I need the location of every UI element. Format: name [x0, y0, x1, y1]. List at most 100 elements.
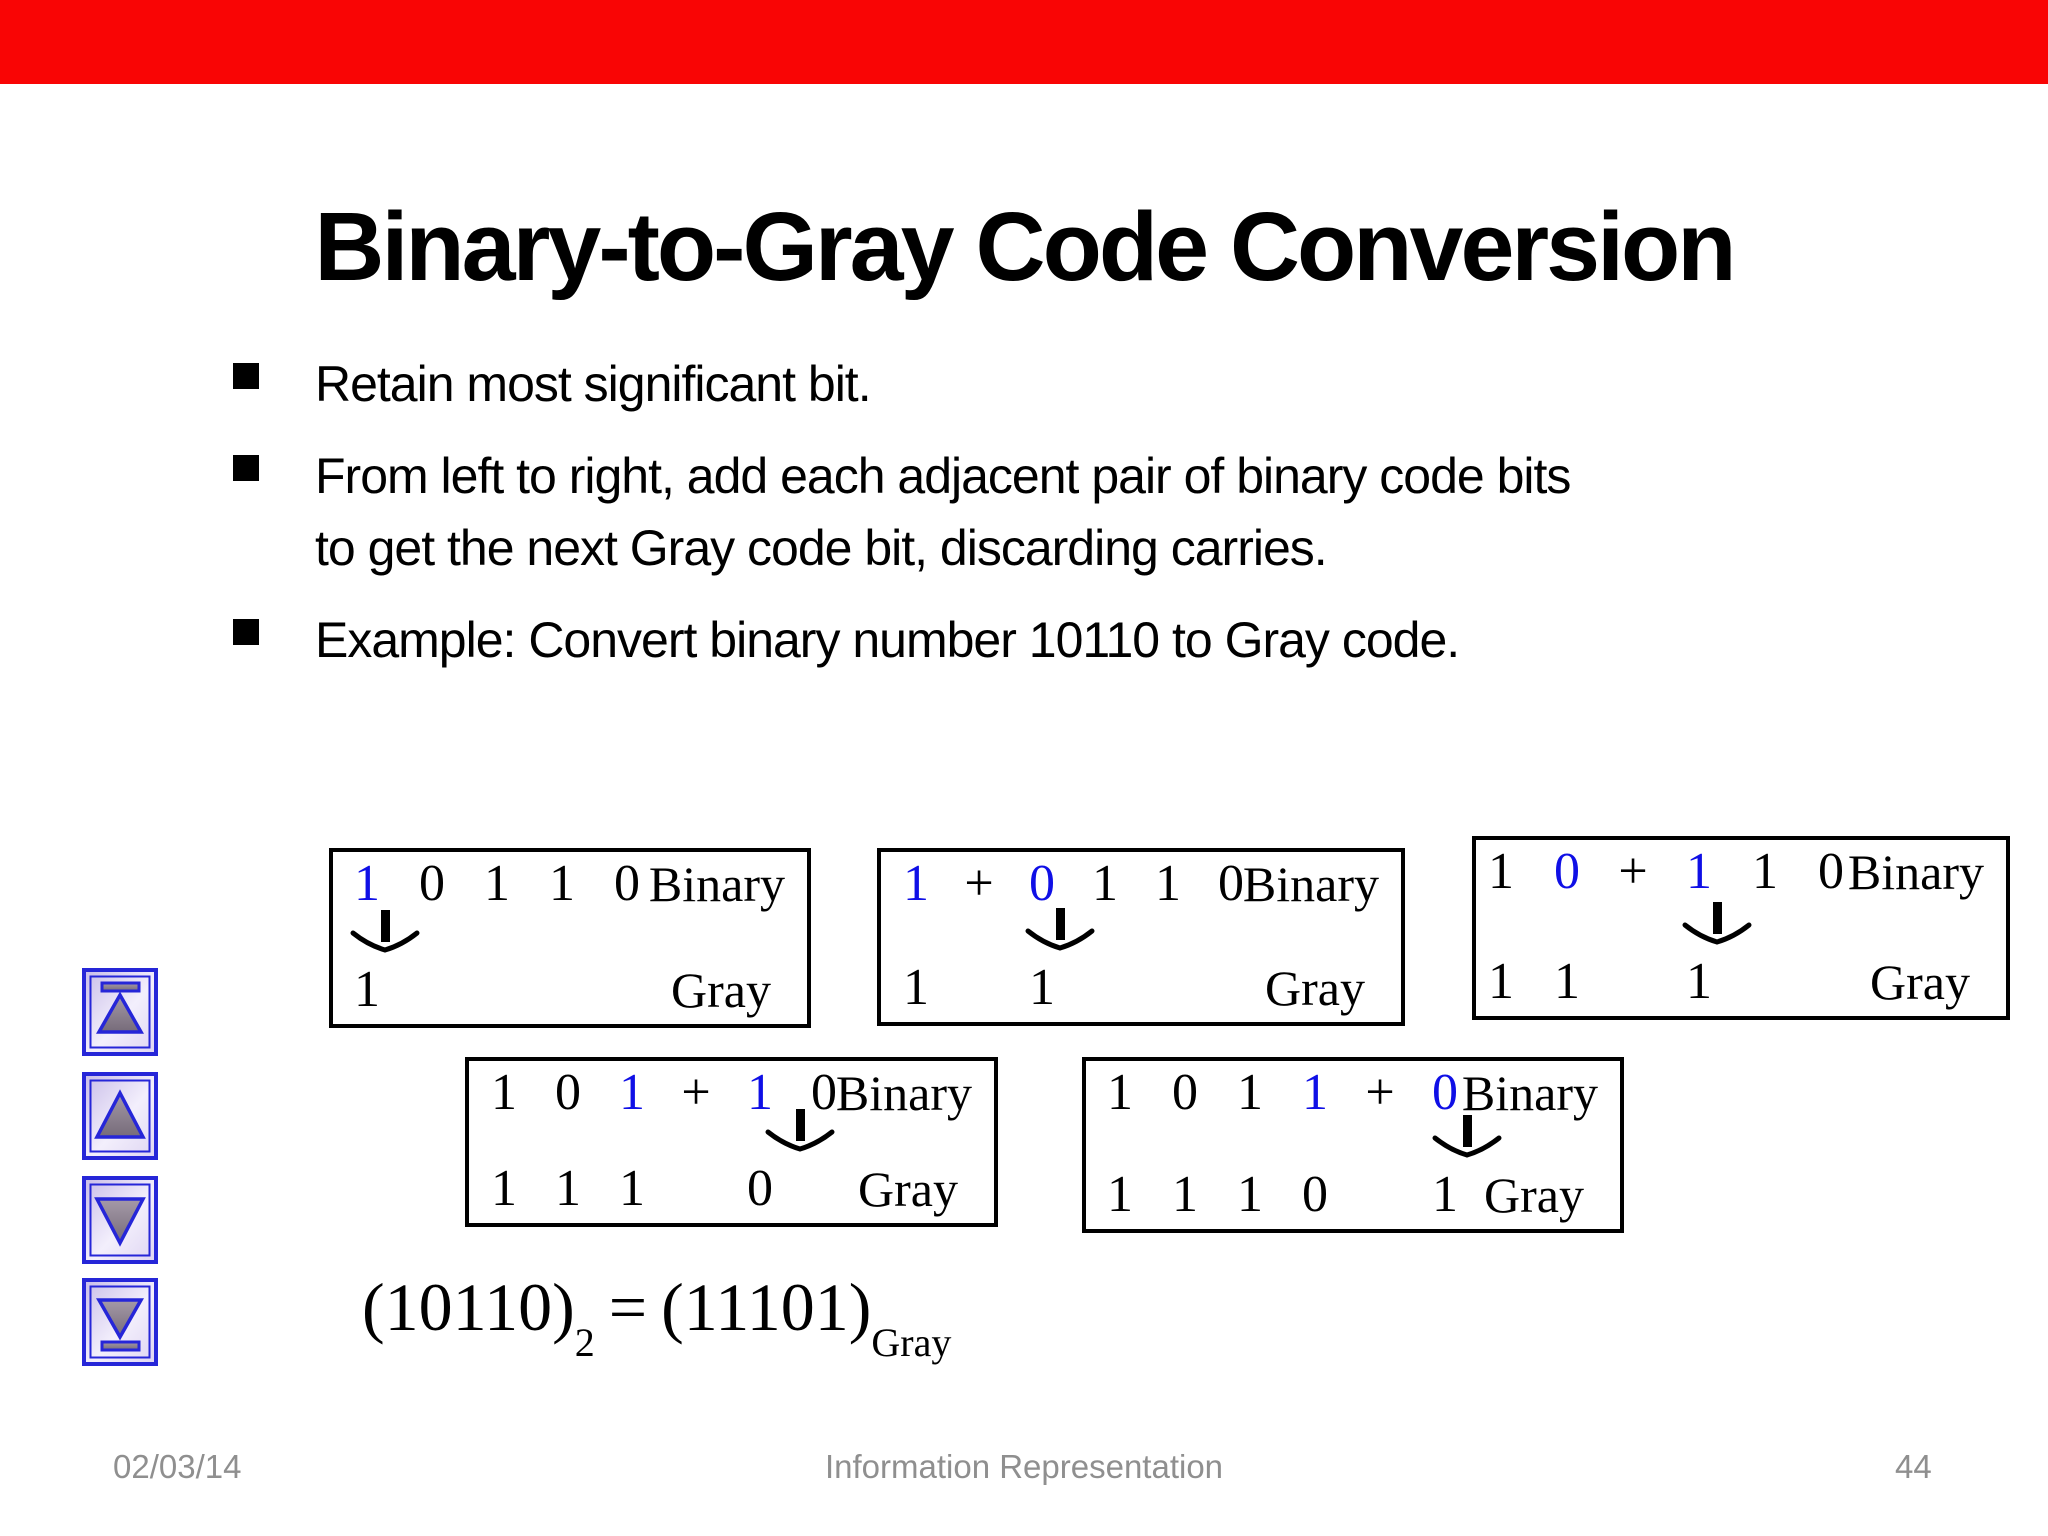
gray-label: Gray	[1265, 960, 1365, 1016]
gray-label: Gray	[858, 1161, 958, 1217]
gray-label: Gray	[671, 962, 771, 1018]
binary-bit-highlighted: 1	[747, 1064, 773, 1121]
bullet-square-icon	[233, 619, 259, 645]
binary-bit: 1	[484, 855, 510, 912]
gray-label: Gray	[1870, 954, 1970, 1010]
binary-bit: 0	[555, 1064, 581, 1121]
previous-slide-button[interactable]	[82, 1072, 158, 1160]
binary-bit-highlighted: 1	[354, 855, 380, 912]
down-arrow-icon	[765, 1109, 835, 1152]
gray-bit: 1	[491, 1160, 517, 1217]
binary-bit: +	[1365, 1064, 1395, 1121]
gray-bit: 1	[1237, 1166, 1263, 1223]
gray-bit: 1	[354, 961, 380, 1018]
gray-bit: 1	[1172, 1166, 1198, 1223]
gray-row: 1 1 Gray	[881, 959, 1401, 1017]
result-formula: (10110)2 =(11101)Gray	[362, 1268, 951, 1365]
bullet-item: From left to right, add each adjacent pa…	[233, 440, 2023, 584]
binary-bit: 0	[1218, 855, 1244, 912]
binary-label: Binary	[648, 856, 785, 912]
formula-rhs-subscript: Gray	[871, 1320, 952, 1365]
binary-bit: 1	[549, 855, 575, 912]
gray-bit: 0	[747, 1160, 773, 1217]
first-slide-button[interactable]	[82, 968, 158, 1056]
footer-date: 02/03/14	[113, 1448, 242, 1485]
bullet-item: Retain most significant bit.	[233, 348, 2023, 420]
binary-bit-highlighted: 1	[903, 855, 929, 912]
binary-bit: 1	[1092, 855, 1118, 912]
binary-bit: +	[1618, 843, 1648, 900]
gray-bit: 1	[1432, 1166, 1458, 1223]
binary-label: Binary	[1242, 856, 1379, 912]
bullet-list: Retain most significant bit. From left to…	[233, 348, 2023, 696]
go-last-icon	[82, 1278, 158, 1366]
binary-bit: +	[964, 855, 994, 912]
bullet-item: Example: Convert binary number 10110 to …	[233, 604, 2023, 676]
binary-bit: 1	[491, 1064, 517, 1121]
binary-bit: 0	[614, 855, 640, 912]
formula-lhs: (10110)	[362, 1269, 575, 1345]
last-slide-button[interactable]	[82, 1278, 158, 1366]
binary-bit: 1	[1237, 1064, 1263, 1121]
binary-bit-highlighted: 0	[1432, 1064, 1458, 1121]
bullet-text: Example: Convert binary number 10110 to …	[315, 612, 1460, 668]
slide-title: Binary-to-Gray Code Conversion	[314, 191, 1736, 301]
gray-bit: 1	[903, 959, 929, 1016]
binary-bit: +	[681, 1064, 711, 1121]
bullet-square-icon	[233, 363, 259, 389]
gray-bit: 1	[619, 1160, 645, 1217]
binary-bit-highlighted: 1	[619, 1064, 645, 1121]
down-arrow-icon	[1682, 902, 1752, 945]
binary-bit: 0	[419, 855, 445, 912]
binary-label: Binary	[835, 1065, 972, 1121]
binary-bit-highlighted: 1	[1686, 843, 1712, 900]
down-arrow-icon	[350, 910, 420, 953]
formula-equals: =	[608, 1269, 648, 1345]
binary-bit: 1	[1488, 843, 1514, 900]
binary-bit: 1	[1107, 1064, 1133, 1121]
binary-label: Binary	[1461, 1065, 1598, 1121]
binary-bit-highlighted: 0	[1029, 855, 1055, 912]
go-previous-icon	[82, 1072, 158, 1160]
red-top-bar	[0, 0, 2048, 84]
gray-bit: 1	[1488, 953, 1514, 1010]
gray-bit: 1	[1029, 959, 1055, 1016]
binary-bit: 0	[811, 1064, 837, 1121]
gray-bit: 1	[1554, 953, 1580, 1010]
gray-bit: 0	[1302, 1166, 1328, 1223]
formula-lhs-subscript: 2	[574, 1320, 595, 1365]
binary-bit-highlighted: 1	[1302, 1064, 1328, 1121]
next-slide-button[interactable]	[82, 1176, 158, 1264]
binary-bit: 1	[1155, 855, 1181, 912]
gray-bit: 1	[1107, 1166, 1133, 1223]
gray-bit: 1	[555, 1160, 581, 1217]
gray-label: Gray	[1484, 1167, 1584, 1223]
binary-bit-highlighted: 0	[1554, 843, 1580, 900]
footer-page-number: 44	[1895, 1448, 1932, 1485]
binary-label: Binary	[1847, 844, 1984, 900]
down-arrow-icon	[1025, 908, 1095, 951]
bullet-square-icon	[233, 455, 259, 481]
go-first-icon	[82, 968, 158, 1056]
bullet-text: Retain most significant bit.	[315, 356, 872, 412]
gray-row: 1 Gray	[333, 961, 807, 1019]
binary-bit: 0	[1172, 1064, 1198, 1121]
bullet-text: From left to right, add each adjacent pa…	[315, 448, 1571, 576]
down-arrow-icon	[1432, 1115, 1502, 1158]
formula-rhs: (11101)	[661, 1269, 872, 1345]
binary-bit: 1	[1752, 843, 1778, 900]
